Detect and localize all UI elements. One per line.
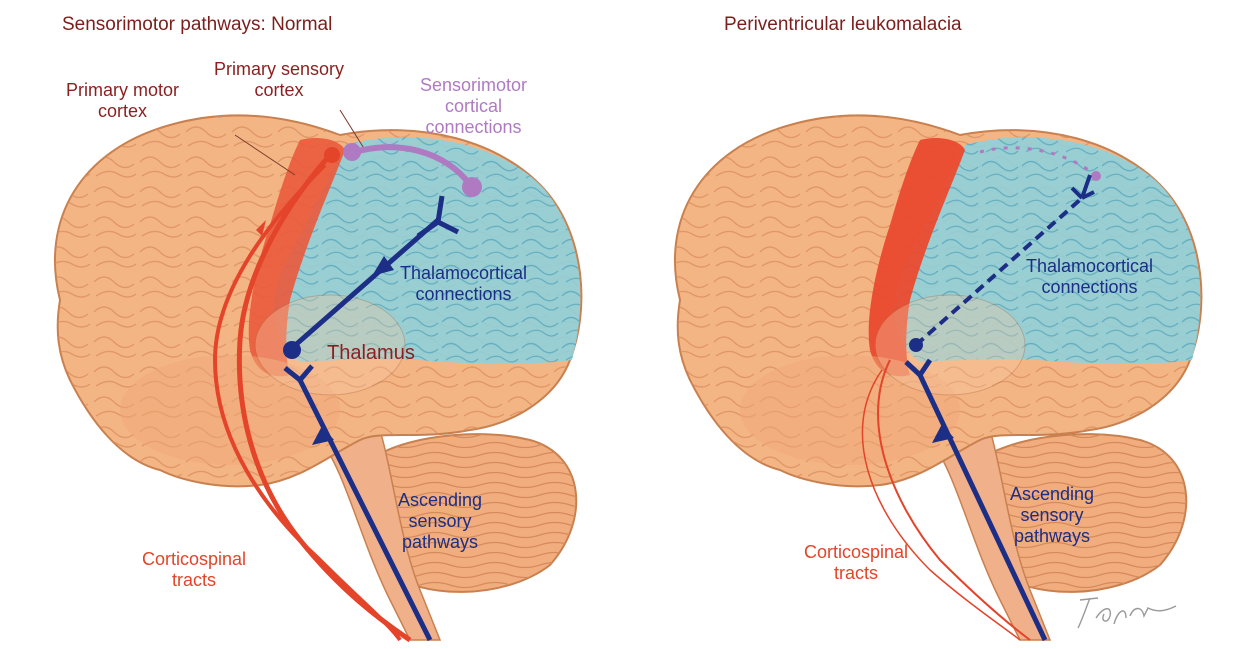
brain-pvl [675,115,1201,640]
sensorimotor-connection-dot [1091,171,1101,181]
label-primary-sensory-cortex: Primary sensory cortex [214,59,344,101]
label-thalamus: Thalamus [327,343,415,364]
panel-title-normal: Sensorimotor pathways: Normal [62,14,332,35]
sensorimotor-connection-dot [343,143,361,161]
label-primary-motor-cortex: Primary motor cortex [66,80,179,122]
panel-title-pvl: Periventricular leukomalacia [724,14,962,35]
artist-signature [1078,598,1176,628]
label-corticospinal-normal: Corticospinal tracts [142,549,246,591]
sensorimotor-connection-dot [462,177,482,197]
label-thalamocortical-normal: Thalamocortical connections [400,263,527,305]
label-thalamocortical-pvl: Thalamocortical connections [1026,256,1153,298]
label-corticospinal-pvl: Corticospinal tracts [804,542,908,584]
label-ascending-pvl: Ascending sensory pathways [1010,484,1094,547]
label-ascending-normal: Ascending sensory pathways [398,490,482,553]
motor-neuron-dot [324,147,340,163]
thalamus-dot [909,338,923,352]
label-sensorimotor-connections: Sensorimotor cortical connections [420,75,527,138]
brain-illustration-pvl [620,0,1240,649]
thalamus-dot [283,341,301,359]
